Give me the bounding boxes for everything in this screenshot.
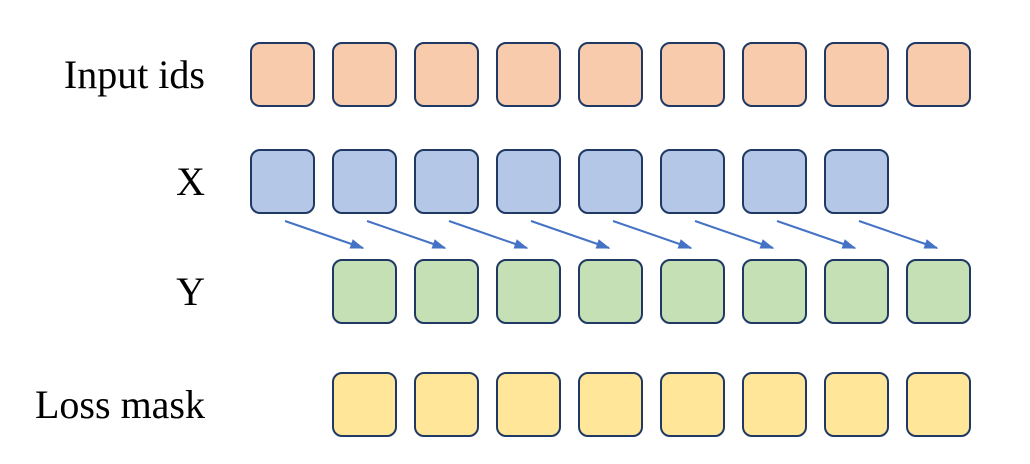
y-token <box>824 259 889 324</box>
y-token <box>906 259 971 324</box>
row-label-loss-mask: Loss mask <box>35 381 205 427</box>
shift-arrow <box>612 220 693 249</box>
shift-arrow <box>858 220 939 249</box>
input-ids-token <box>660 42 725 107</box>
x-token <box>824 149 889 214</box>
loss-mask-token <box>414 372 479 437</box>
input-ids-token <box>906 42 971 107</box>
loss-mask-token <box>496 372 561 437</box>
row-label-y: Y <box>176 268 205 314</box>
input-ids-token <box>742 42 807 107</box>
shift-arrow <box>694 220 775 249</box>
loss-mask-token <box>906 372 971 437</box>
shift-arrow <box>284 220 365 249</box>
row-label-input-ids: Input ids <box>63 51 205 97</box>
y-token <box>414 259 479 324</box>
x-token <box>578 149 643 214</box>
y-token <box>578 259 643 324</box>
shift-arrow <box>776 220 857 249</box>
row-label-x: X <box>176 158 205 204</box>
loss-mask-token <box>742 372 807 437</box>
input-ids-token <box>250 42 315 107</box>
x-token <box>414 149 479 214</box>
y-token <box>332 259 397 324</box>
shift-arrow <box>530 220 611 249</box>
y-token <box>742 259 807 324</box>
y-token <box>660 259 725 324</box>
input-ids-token <box>332 42 397 107</box>
input-ids-token <box>496 42 561 107</box>
x-token <box>332 149 397 214</box>
x-token <box>496 149 561 214</box>
shift-arrow <box>448 220 529 249</box>
input-ids-token <box>824 42 889 107</box>
x-token <box>250 149 315 214</box>
y-token <box>496 259 561 324</box>
loss-mask-token <box>660 372 725 437</box>
loss-mask-token <box>578 372 643 437</box>
shift-arrow <box>366 220 447 249</box>
x-token <box>660 149 725 214</box>
loss-mask-token <box>332 372 397 437</box>
x-token <box>742 149 807 214</box>
input-ids-token <box>578 42 643 107</box>
input-ids-token <box>414 42 479 107</box>
loss-mask-token <box>824 372 889 437</box>
